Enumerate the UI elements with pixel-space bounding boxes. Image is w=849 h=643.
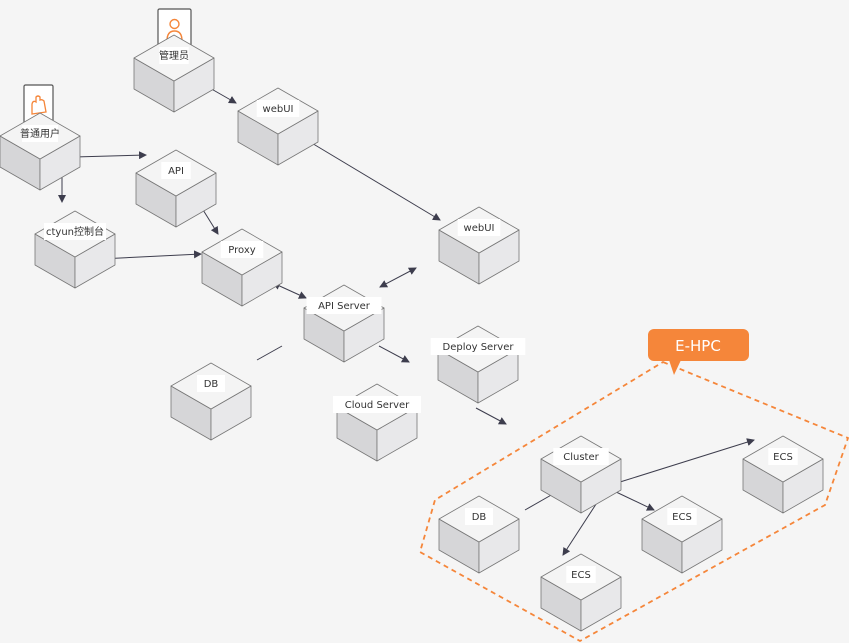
- edge-cluster-ecs-mid: [613, 490, 655, 511]
- node-label-panel: [457, 219, 501, 236]
- node-label: Cluster: [563, 452, 599, 463]
- e-hpc-group: [418, 360, 849, 643]
- node-proxy: Proxy: [201, 228, 283, 307]
- node-label-panel: [161, 162, 191, 179]
- connectors: [58, 86, 755, 556]
- node-label-panel: [333, 396, 421, 413]
- edge-cluster-ecs-bottom: [562, 497, 601, 556]
- node-label-panel: [465, 508, 493, 525]
- node-api: API: [135, 149, 217, 228]
- e-hpc-badge: E-HPC: [648, 329, 749, 375]
- node-label: DB: [472, 512, 487, 523]
- edge-user-api: [73, 151, 147, 160]
- edge-cluster-db: [524, 493, 554, 511]
- node-ecs-bottom: ECS: [540, 553, 622, 632]
- node-label-panel: [44, 223, 106, 240]
- node-label: Proxy: [228, 245, 255, 256]
- edge-apiserver-cloud: [378, 345, 410, 363]
- node-webui-top: webUI: [237, 87, 319, 166]
- node-normal-user: 普通用户: [0, 112, 81, 191]
- node-label: Deploy Server: [443, 342, 515, 353]
- node-label-panel: [553, 448, 609, 465]
- node-ecs-mid: ECS: [641, 495, 723, 574]
- edge-proxy-apiserver: [272, 282, 307, 299]
- edge-apiserver-db: [256, 345, 283, 361]
- node-label: ECS: [571, 570, 591, 581]
- node-label-panel: [667, 508, 697, 525]
- node-label-panel: [306, 297, 382, 314]
- node-label: 普通用户: [20, 127, 60, 140]
- node-label-panel: [768, 448, 798, 465]
- node-label: ECS: [773, 452, 793, 463]
- node-label-panel: [220, 241, 264, 258]
- node-label: DB: [204, 379, 219, 390]
- node-label: Cloud Server: [345, 400, 410, 411]
- node-label: webUI: [263, 104, 294, 115]
- node-db-left: DB: [170, 362, 252, 441]
- node-ecs-top: ECS: [742, 435, 824, 514]
- node-label-panel: [566, 566, 596, 583]
- node-label-panel: [430, 338, 526, 355]
- node-admin: 管理员: [133, 34, 215, 113]
- node-label: API Server: [318, 301, 371, 312]
- node-label-panel: [256, 100, 300, 117]
- e-hpc-label: E-HPC: [675, 337, 721, 355]
- node-db-cluster: DB: [438, 495, 520, 574]
- edge-deploy-cluster: [475, 407, 507, 425]
- node-cloud-server: Cloud Server: [333, 383, 421, 462]
- node-label: webUI: [464, 223, 495, 234]
- edge-console-proxy: [99, 250, 202, 260]
- node-label: ctyun控制台: [46, 225, 104, 238]
- node-label-panel: [22, 125, 58, 142]
- node-cluster: Cluster: [540, 435, 622, 514]
- node-label: ECS: [672, 512, 692, 523]
- node-label: API: [168, 166, 184, 177]
- edge-cluster-ecs-top: [619, 438, 755, 483]
- node-label: 管理员: [159, 49, 189, 62]
- node-label-panel: [197, 375, 225, 392]
- node-webui-right: webUI: [438, 206, 520, 285]
- node-deploy-server: Deploy Server: [430, 325, 526, 404]
- edge-apiserver-webui: [379, 267, 417, 288]
- node-api-server: API Server: [303, 284, 385, 363]
- node-ctyun-console: ctyun控制台: [34, 210, 116, 289]
- edge-webui-webui: [309, 141, 441, 221]
- node-label-panel: [159, 47, 189, 64]
